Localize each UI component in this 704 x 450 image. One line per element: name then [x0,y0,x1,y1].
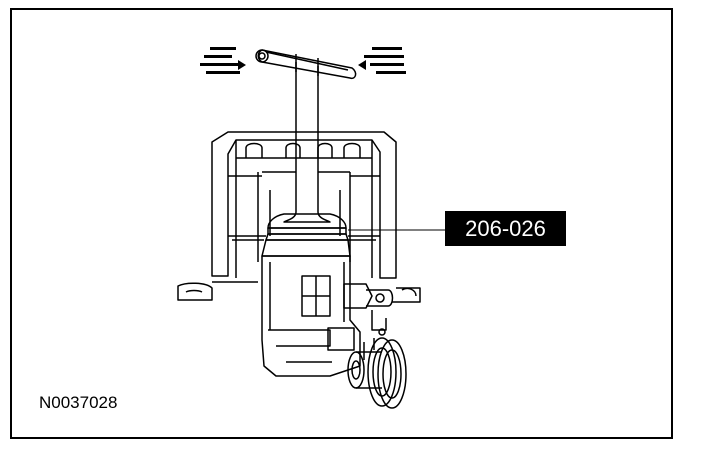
tool-t-handle [255,49,357,80]
brake-hose-fitting [347,337,407,409]
caliper-housing [261,255,361,377]
figure-id: N0037028 [39,393,118,412]
caliper-mounting-ears [177,281,421,303]
rotation-arrow-left-icon [200,47,246,74]
caliper-body-inner [257,171,351,262]
rotation-arrow-right-icon [358,47,406,74]
caliper-bracket [211,131,397,279]
piston-boot [261,213,351,257]
tool-shaft [283,62,331,223]
caliper-bolt [343,283,394,336]
tool-callout-label: 206-026 [445,211,566,246]
